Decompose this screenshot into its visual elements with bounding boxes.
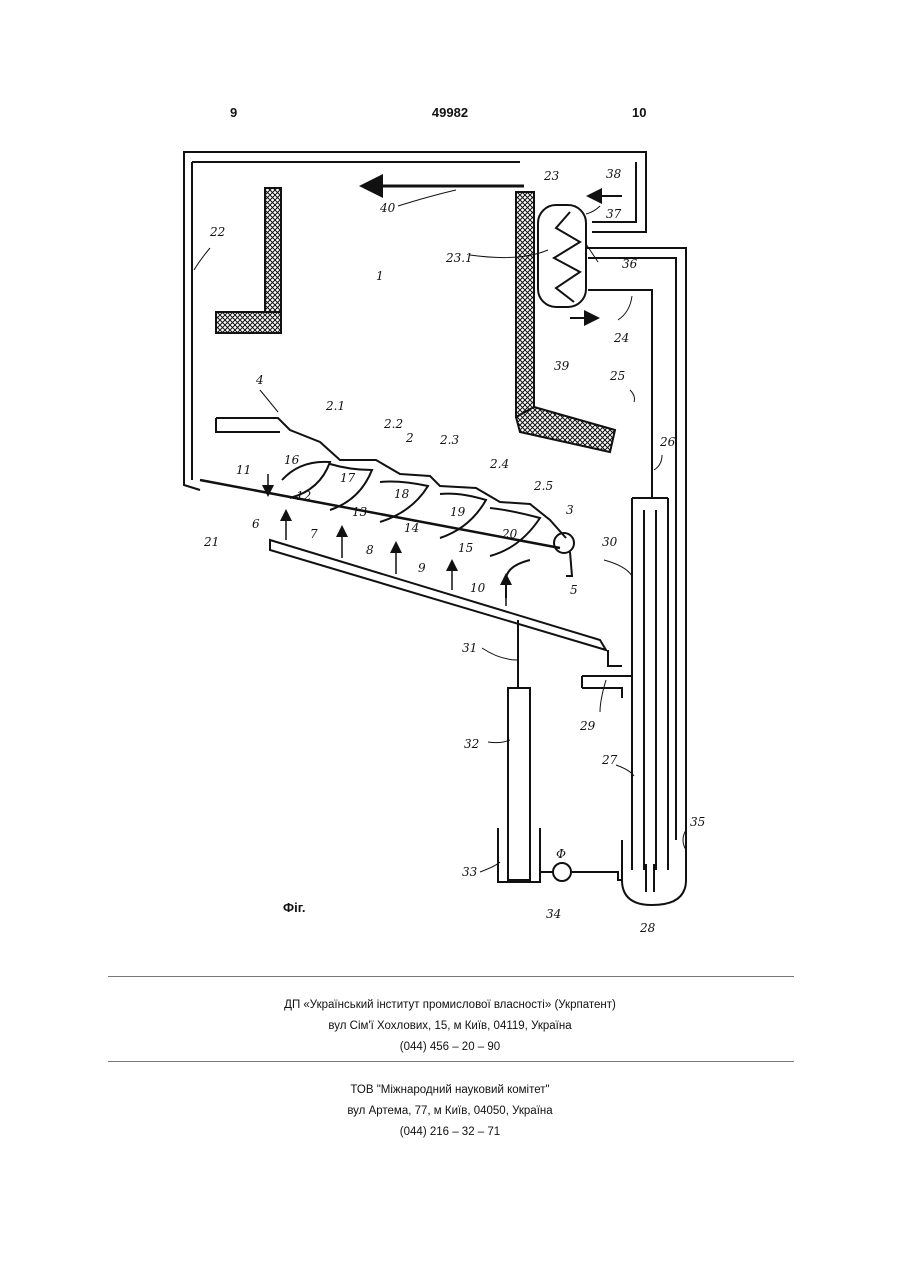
label-33: 33 bbox=[462, 865, 478, 879]
divider-top bbox=[108, 976, 794, 977]
label-7: 7 bbox=[310, 527, 318, 541]
label-9: 9 bbox=[418, 561, 426, 575]
label-21: 21 bbox=[203, 535, 219, 549]
label-27: 27 bbox=[601, 753, 618, 767]
wall-left-base bbox=[216, 312, 281, 333]
label-29: 29 bbox=[579, 719, 596, 733]
label-2.4: 2.4 bbox=[489, 457, 509, 471]
label-23: 23 bbox=[543, 169, 560, 183]
label-30: 30 bbox=[602, 535, 618, 549]
label-18: 18 bbox=[394, 487, 410, 501]
label-20: 20 bbox=[501, 527, 518, 541]
label-35: 35 bbox=[690, 815, 705, 829]
label-24: 24 bbox=[613, 331, 629, 345]
label-14: 14 bbox=[404, 521, 419, 535]
label-32: 32 bbox=[464, 737, 479, 751]
label-11: 11 bbox=[236, 463, 251, 477]
label-2: 2 bbox=[405, 431, 414, 445]
wall-right-base bbox=[516, 407, 615, 452]
label-15: 15 bbox=[458, 541, 473, 555]
label-17: 17 bbox=[340, 471, 356, 485]
label-37: 37 bbox=[606, 207, 622, 221]
label-1: 1 bbox=[376, 269, 384, 283]
label-2.1: 2.1 bbox=[325, 399, 345, 413]
footer-printer: ТОВ "Міжнародний науковий комітет" вул А… bbox=[0, 1080, 900, 1143]
label-16: 16 bbox=[284, 453, 300, 467]
wall-right bbox=[516, 192, 534, 417]
label-10: 10 bbox=[470, 581, 486, 595]
label-26: 26 bbox=[659, 435, 676, 449]
label-6: 6 bbox=[252, 517, 260, 531]
label-39: 39 bbox=[554, 359, 570, 373]
label-40: 40 bbox=[379, 201, 396, 215]
label-phi: Ф bbox=[556, 847, 566, 861]
label-2.3: 2.3 bbox=[439, 433, 459, 447]
label-13: 13 bbox=[352, 505, 368, 519]
tank-33 bbox=[498, 828, 540, 882]
label-4: 4 bbox=[255, 373, 264, 387]
label-38: 38 bbox=[606, 167, 622, 181]
label-22: 22 bbox=[209, 225, 225, 239]
label-36: 36 bbox=[622, 257, 638, 271]
publisher-name: ДП «Український інститут промислової вла… bbox=[0, 995, 900, 1016]
label-19: 19 bbox=[450, 505, 466, 519]
figure-caption: Фіг. bbox=[283, 900, 305, 915]
cylinder-32 bbox=[508, 688, 530, 880]
footer-publisher: ДП «Український інститут промислової вла… bbox=[0, 995, 900, 1058]
pump-34 bbox=[553, 863, 571, 881]
label-31: 31 bbox=[462, 641, 477, 655]
divider-bottom bbox=[108, 1061, 794, 1062]
label-8: 8 bbox=[366, 543, 374, 557]
printer-phone: (044) 216 – 32 – 71 bbox=[0, 1122, 900, 1143]
label-28: 28 bbox=[639, 921, 656, 935]
printer-address: вул Артема, 77, м Київ, 04050, Україна bbox=[0, 1101, 900, 1122]
label-25: 25 bbox=[609, 369, 625, 383]
label-3: 3 bbox=[566, 503, 574, 517]
label-12: 12 bbox=[296, 489, 311, 503]
label-5: 5 bbox=[570, 583, 578, 597]
label-23.1: 23.1 bbox=[445, 251, 473, 265]
publisher-phone: (044) 456 – 20 – 90 bbox=[0, 1037, 900, 1058]
label-2.5: 2.5 bbox=[533, 479, 553, 493]
label-34: 34 bbox=[546, 907, 561, 921]
publisher-address: вул Сім'ї Хохлових, 15, м Київ, 04119, У… bbox=[0, 1016, 900, 1037]
label-2.2: 2.2 bbox=[383, 417, 403, 431]
printer-name: ТОВ "Міжнародний науковий комітет" bbox=[0, 1080, 900, 1101]
